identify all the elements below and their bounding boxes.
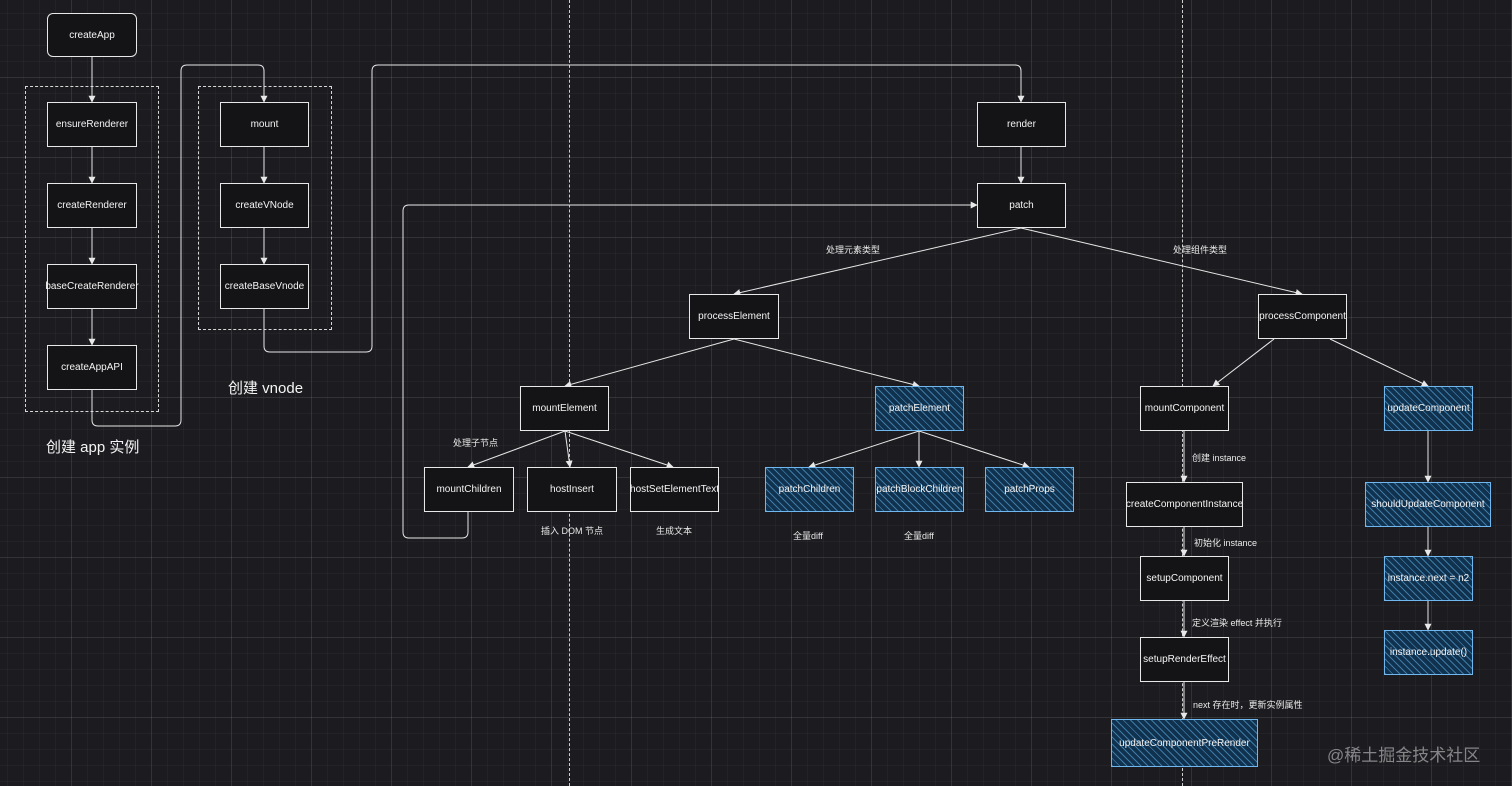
label-handle-children: 处理子节点 [453, 438, 499, 448]
edge-mountelement-mountchildren [467, 430, 566, 469]
edge-mountelement-hostsetelementtext [564, 430, 674, 469]
node-ensure-renderer[interactable]: ensureRenderer [47, 102, 137, 147]
node-setup-component[interactable]: setupComponent [1140, 556, 1229, 601]
edge-processcomponent-mountcomponent [1212, 338, 1275, 387]
label-init-instance: 初始化 instance [1194, 538, 1258, 548]
label-create-instance: 创建 instance [1192, 453, 1247, 463]
node-create-base-vnode[interactable]: createBaseVnode [220, 264, 309, 309]
edge-processelement-patchelement [733, 338, 920, 388]
label-generate-text: 生成文本 [656, 526, 693, 536]
label-full-diff-1: 全量diff [793, 531, 823, 541]
node-patch-children[interactable]: patchChildren [765, 467, 854, 512]
title-create-vnode: 创建 vnode [228, 380, 304, 397]
edge-mountelement-hostinsert [564, 430, 573, 468]
edge-processelement-mountelement [564, 338, 735, 388]
node-create-renderer[interactable]: createRenderer [47, 183, 137, 228]
node-create-app[interactable]: createApp [47, 13, 137, 57]
node-patch-props[interactable]: patchProps [985, 467, 1074, 512]
node-mount[interactable]: mount [220, 102, 309, 147]
node-render[interactable]: render [977, 102, 1066, 147]
edge-patch-processcomponent [1020, 227, 1303, 296]
label-insert-dom: 插入 DOM 节点 [541, 526, 603, 536]
edge-mountchildren-patch [402, 201, 978, 539]
node-should-update-component[interactable]: shouldUpdateComponent [1365, 482, 1491, 527]
node-mount-children[interactable]: mountChildren [424, 467, 514, 512]
watermark: @稀土掘金技术社区 [1327, 746, 1481, 765]
node-process-component[interactable]: processComponent [1258, 294, 1347, 339]
node-update-component[interactable]: updateComponent [1384, 386, 1473, 431]
label-handle-element-type: 处理元素类型 [826, 245, 881, 255]
node-patch-block-children[interactable]: patchBlockChildren [875, 467, 964, 512]
node-process-element[interactable]: processElement [689, 294, 779, 339]
group-create-vnode [198, 86, 332, 330]
label-handle-component-type: 处理组件类型 [1173, 245, 1228, 255]
node-create-app-api[interactable]: createAppAPI [47, 345, 137, 390]
node-base-create-renderer[interactable]: baseCreateRenderer [45, 264, 139, 309]
node-patch-element[interactable]: patchElement [875, 386, 964, 431]
node-setup-render-effect[interactable]: setupRenderEffect [1140, 637, 1229, 682]
edge-processcomponent-updatecomponent [1329, 338, 1429, 387]
node-instance-update[interactable]: instance.update() [1384, 630, 1473, 675]
node-create-component-instance[interactable]: createComponentInstance [1126, 482, 1243, 527]
node-create-vnode[interactable]: createVNode [220, 183, 309, 228]
node-mount-element[interactable]: mountElement [520, 386, 609, 431]
node-mount-component[interactable]: mountComponent [1140, 386, 1229, 431]
node-host-insert[interactable]: hostInsert [527, 467, 617, 512]
label-define-effect: 定义渲染 effect 并执行 [1192, 618, 1282, 628]
edge-createappapi-mount [91, 64, 268, 427]
node-patch[interactable]: patch [977, 183, 1066, 228]
title-create-app-instance: 创建 app 实例 [46, 439, 140, 456]
edge-patchelement-patchprops [918, 430, 1030, 469]
node-host-set-element-text[interactable]: hostSetElementText [630, 467, 719, 512]
label-full-diff-2: 全量diff [904, 531, 934, 541]
node-update-component-pre-render[interactable]: updateComponentPreRender [1111, 719, 1258, 767]
label-next-exists: next 存在时，更新实例属性 [1193, 700, 1303, 710]
edge-patch-processelement [733, 227, 1022, 296]
edge-patchelement-patchchildren [808, 430, 920, 469]
node-instance-next[interactable]: instance.next = n2 [1384, 556, 1473, 601]
edge-createbasevnode-render [263, 64, 1025, 353]
